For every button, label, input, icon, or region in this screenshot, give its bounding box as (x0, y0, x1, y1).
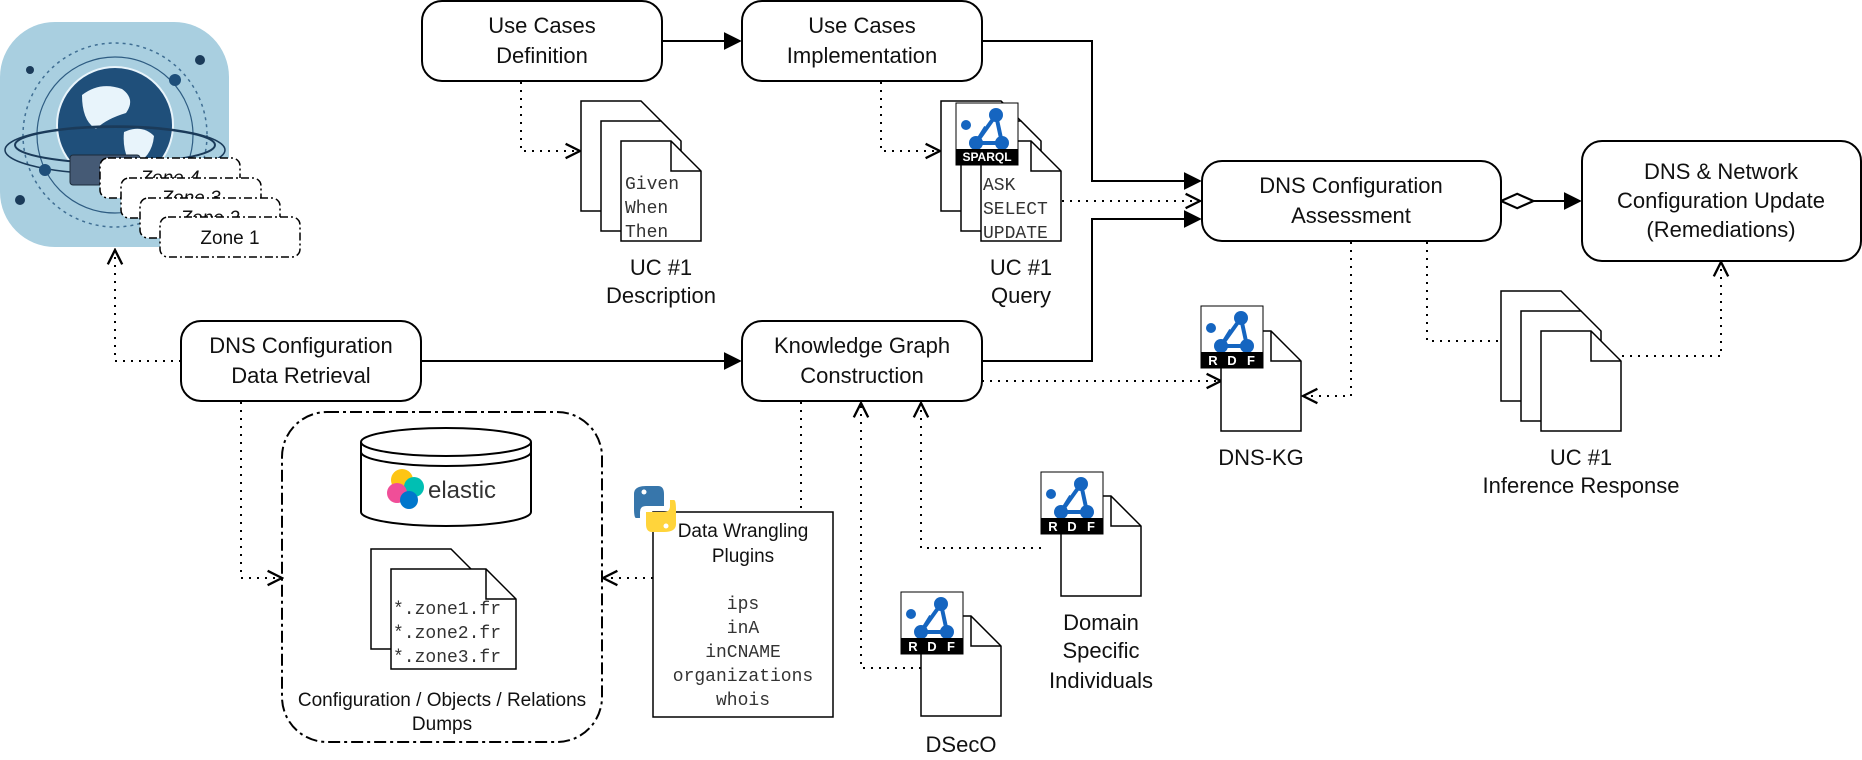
plugin-item: whois (716, 691, 770, 711)
zone-stack: Zone 4 Zone 3 Zone 2 Zone 1 (99, 157, 301, 258)
node-dns-retrieval[interactable]: DNS Configuration Data Retrieval (180, 320, 422, 402)
dumps-container[interactable]: elastic *.zone1.fr *.zone2.fr *.zone3.fr… (281, 411, 603, 743)
zone-file-name: *.zone3.fr (393, 648, 501, 668)
rdf-letter: R (1208, 353, 1218, 368)
node-label-line: Knowledge Graph (774, 333, 950, 358)
doc-caption: Specific (1062, 638, 1139, 663)
doc-caption: UC #1 (990, 255, 1052, 280)
edges (115, 32, 1721, 669)
doc-caption: Individuals (1049, 668, 1153, 693)
doc-line: UPDATE (983, 224, 1048, 244)
plugins-box[interactable]: Data Wrangling Plugins ips inA inCNAME o… (634, 486, 834, 718)
rdf-logo-icon: R D F (899, 590, 965, 656)
elastic-logo-icon (387, 469, 424, 509)
doc-domain-individuals[interactable]: R D F Domain Specific Individuals (1039, 470, 1153, 693)
edge-assessment-to-inference (1426, 242, 1531, 341)
node-label-line: DNS Configuration (1259, 173, 1442, 198)
edge-retrieval-to-zones (115, 250, 181, 362)
dumps-caption: Configuration / Objects / Relations (298, 690, 586, 711)
doc-uc-query[interactable]: ASK SELECT UPDATE SPARQL UC #1 Query (940, 100, 1062, 308)
edge-retrieval-to-dumps (240, 402, 282, 578)
doc-caption: UC #1 (630, 255, 692, 280)
node-label-line: Data Retrieval (231, 363, 370, 388)
plugin-item: ips (727, 595, 759, 615)
node-label-line: DNS & Network (1644, 159, 1799, 184)
node-label-line: Implementation (787, 43, 937, 68)
node-kg-construction[interactable]: Knowledge Graph Construction (741, 320, 983, 402)
node-label-line: Assessment (1291, 203, 1411, 228)
node-label-line: Use Cases (488, 13, 596, 38)
node-label-line: DNS Configuration (209, 333, 392, 358)
elastic-database: elastic (360, 427, 532, 527)
doc-caption: DNS-KG (1218, 445, 1304, 470)
edge-assessment-to-dnskg (1303, 242, 1352, 396)
rdf-letter: D (1067, 519, 1076, 534)
edge-implementation-to-query (880, 82, 940, 151)
rdf-letter: F (1247, 353, 1255, 368)
doc-caption: Inference Response (1483, 473, 1680, 498)
node-uc-implementation[interactable]: Use Cases Implementation (741, 0, 983, 82)
plugin-item: inA (727, 619, 760, 639)
doc-dns-kg[interactable]: R D F DNS-KG (1199, 304, 1304, 470)
rdf-letter: D (1227, 353, 1236, 368)
dumps-caption: Dumps (412, 714, 472, 735)
node-label-line: Use Cases (808, 13, 916, 38)
zone-file-name: *.zone1.fr (393, 600, 501, 620)
node-dns-assessment[interactable]: DNS Configuration Assessment (1201, 160, 1502, 242)
plugin-item: inCNAME (705, 643, 781, 663)
doc-uc-description[interactable]: Given When Then UC #1 Description (580, 100, 716, 308)
edge-inference-to-update (1622, 262, 1721, 357)
node-label-line: Definition (496, 43, 588, 68)
rdf-letter: R (1048, 519, 1058, 534)
doc-line: SELECT (983, 200, 1048, 220)
plugins-title: Plugins (712, 546, 774, 567)
node-label-line: (Remediations) (1646, 217, 1795, 242)
node-label-line: Construction (800, 363, 924, 388)
plugin-item: organizations (673, 667, 813, 687)
rdf-logo-icon: R D F (1039, 470, 1105, 536)
node-uc-definition[interactable]: Use Cases Definition (421, 0, 663, 82)
zone-label: Zone 1 (200, 228, 259, 249)
zone-card[interactable] (159, 216, 301, 258)
doc-line: ASK (983, 176, 1016, 196)
node-label-line: Configuration Update (1617, 188, 1825, 213)
rdf-logo-icon: R D F (1199, 304, 1265, 370)
edge-individuals-to-kg (921, 403, 1041, 549)
doc-line: Given (625, 175, 679, 195)
doc-inference-response[interactable]: UC #1 Inference Response (1483, 290, 1680, 498)
sparql-badge: SPARQL (962, 150, 1011, 164)
zone-files: *.zone1.fr *.zone2.fr *.zone3.fr (370, 548, 517, 670)
zone-file-name: *.zone2.fr (393, 624, 501, 644)
rdf-letter: F (947, 639, 955, 654)
doc-caption: DSecO (926, 732, 997, 757)
doc-caption: Domain (1063, 610, 1139, 635)
node-dns-update[interactable]: DNS & Network Configuration Update (Reme… (1581, 140, 1862, 262)
doc-line: Then (625, 223, 668, 243)
doc-line: When (625, 199, 668, 219)
python-logo-icon (634, 486, 676, 532)
doc-dseco[interactable]: R D F DSecO (899, 590, 1002, 757)
sparql-logo-icon: SPARQL (954, 101, 1020, 167)
doc-caption: Description (606, 283, 716, 308)
rdf-letter: F (1087, 519, 1095, 534)
rdf-letter: R (908, 639, 918, 654)
plugins-title: Data Wrangling (678, 521, 809, 542)
doc-caption: Query (991, 283, 1051, 308)
rdf-letter: D (927, 639, 936, 654)
doc-caption: UC #1 (1550, 445, 1612, 470)
elastic-wordmark: elastic (428, 477, 496, 504)
edge-kg-to-assessment (982, 210, 1202, 362)
edge-implementation-to-assessment (982, 40, 1202, 190)
edge-definition-to-description (520, 82, 580, 151)
